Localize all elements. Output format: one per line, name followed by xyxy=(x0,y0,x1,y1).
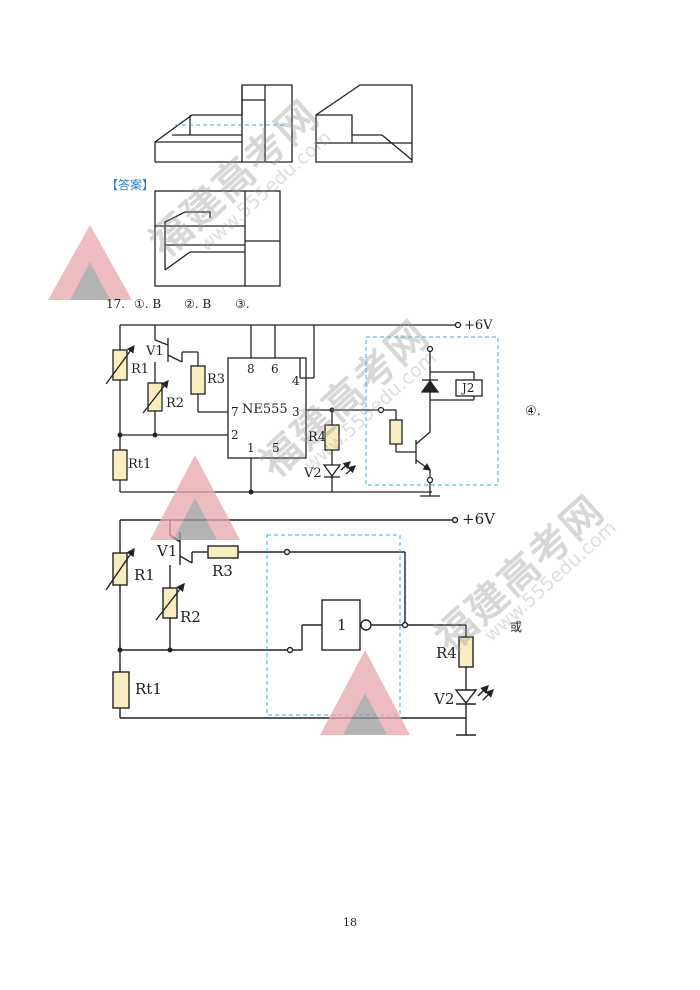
c1-pin-5: 5 xyxy=(272,441,280,455)
c2-r4-label: R4 xyxy=(436,644,457,662)
c1-r3-label: R3 xyxy=(207,372,226,387)
part-4-label: ④. xyxy=(525,404,541,419)
watermark-logo-2 xyxy=(150,455,240,540)
c1-r4-label: R4 xyxy=(308,430,327,445)
side-view-drawing xyxy=(315,84,413,163)
circuit-ne555 xyxy=(105,321,499,497)
c1-pin-8: 8 xyxy=(247,362,255,376)
c1-pin-7: 7 xyxy=(231,405,239,419)
c1-v1-label: V1 xyxy=(146,344,164,359)
question-number: 17. xyxy=(106,297,126,311)
c1-chip-label: NE555 xyxy=(242,402,288,417)
c1-pin-2: 2 xyxy=(231,428,239,442)
c2-v1-label: V1 xyxy=(157,542,178,560)
c2-v2-label: V2 xyxy=(434,690,455,708)
c1-pin-4: 4 xyxy=(292,374,300,388)
c2-gate-label: 1 xyxy=(337,616,347,634)
or-label: 或 xyxy=(510,620,523,634)
c1-pin-1: 1 xyxy=(247,441,255,455)
front-view-drawing xyxy=(154,84,293,163)
c2-r2-label: R2 xyxy=(180,608,201,626)
answer-view-drawing xyxy=(154,190,281,287)
c2-r1-label: R1 xyxy=(134,566,155,584)
c2-supply-label: +6V xyxy=(462,510,495,528)
answer-label: 【答案】 xyxy=(106,178,155,192)
c1-pin-6: 6 xyxy=(271,362,279,376)
watermark-logo-1 xyxy=(48,225,132,300)
answer-part-2: ②. B xyxy=(184,297,212,311)
answer-part-3: ③. xyxy=(235,297,250,311)
c1-relay-label: J2 xyxy=(462,381,475,395)
c1-pin-3: 3 xyxy=(292,405,300,419)
watermark-logo-3 xyxy=(320,650,410,735)
c2-rt1-label: Rt1 xyxy=(135,680,162,698)
answer-part-1: ①. B xyxy=(134,297,162,311)
c1-r1-label: R1 xyxy=(131,362,150,377)
c1-r2-label: R2 xyxy=(166,396,185,411)
c1-v2-label: V2 xyxy=(304,466,322,481)
c2-r3-label: R3 xyxy=(212,562,233,580)
c1-supply-label: +6V xyxy=(464,318,493,333)
page-number: 18 xyxy=(343,916,357,929)
c1-rt1-label: Rt1 xyxy=(128,457,152,472)
